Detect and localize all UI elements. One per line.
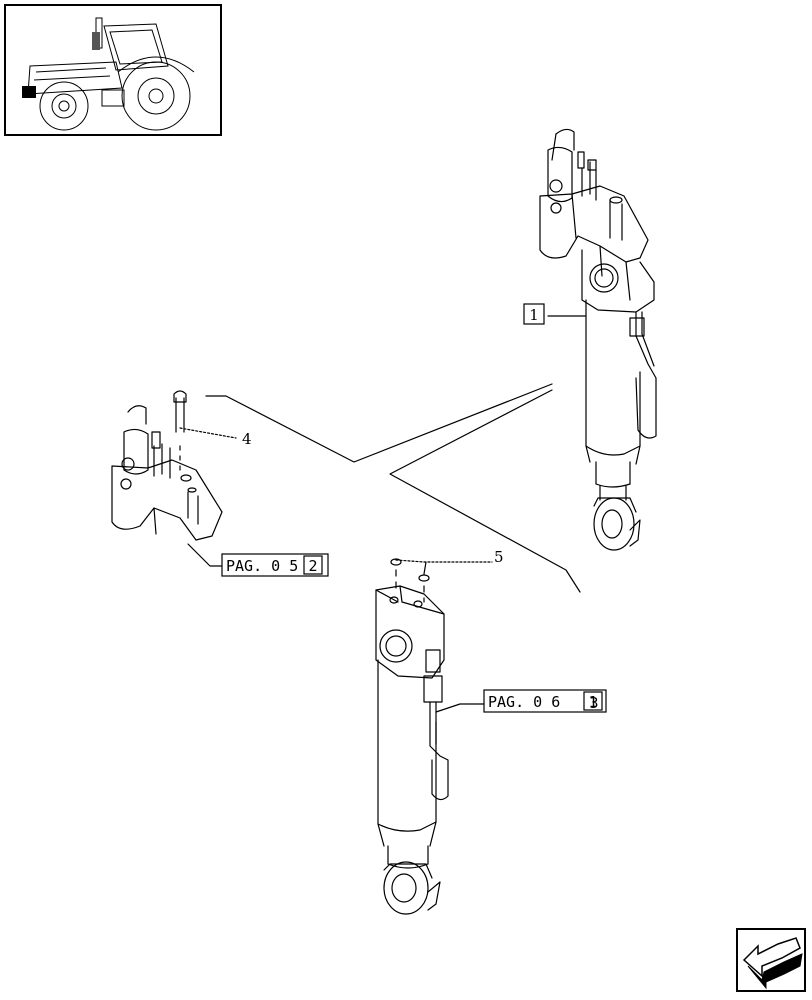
page-ref-b-text: PAG. 0 6 — [488, 693, 560, 711]
callout-5: 5 — [494, 548, 504, 566]
cylinder-head-assembly — [111, 390, 223, 541]
page-ref-b-overprint: 3 — [589, 694, 598, 712]
tractor-thumbnail-icon — [22, 17, 195, 131]
cylinder-assembly-1 — [539, 128, 657, 551]
callout-1-box — [523, 303, 545, 325]
page-ref-a-box[interactable] — [303, 555, 323, 575]
page-ref-a-text: PAG. 0 5 — [226, 557, 298, 575]
leader-line-pag-b — [435, 703, 485, 713]
callout-1: 1 — [529, 306, 539, 324]
marker-icon — [22, 86, 36, 98]
tractor-thumbnail — [4, 4, 222, 136]
leader-line-4 — [179, 427, 237, 439]
page-ref-b-frame — [483, 689, 607, 713]
page-ref-b-box-label: 1 — [588, 693, 597, 711]
page-ref-a-frame — [221, 553, 329, 577]
page-ref-b-box[interactable] — [583, 691, 603, 711]
leader-line-pag-a — [187, 543, 223, 567]
callout-4: 4 — [242, 430, 252, 448]
next-page-button[interactable] — [736, 928, 806, 992]
connection-line-lower — [389, 389, 581, 593]
connection-line-upper — [205, 383, 553, 463]
page-ref-a-box-label: 2 — [308, 557, 317, 575]
next-page-arrow-icon — [742, 937, 803, 990]
cylinder-assembly-2 — [375, 558, 449, 915]
leader-line-5 — [395, 559, 493, 563]
